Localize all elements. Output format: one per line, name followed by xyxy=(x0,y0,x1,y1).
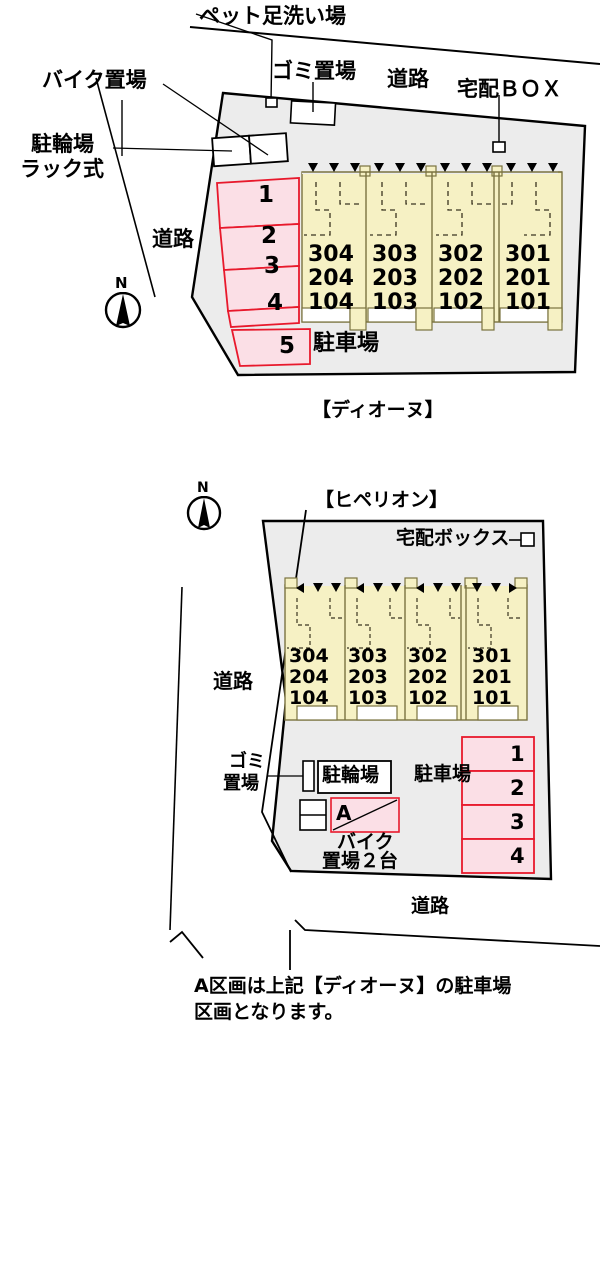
label-delivery-box-h: 宅配ボックス xyxy=(396,527,510,549)
delivery-box-icon-h xyxy=(520,532,535,547)
label-plot-a: A xyxy=(336,801,352,825)
pet-wash-leader xyxy=(195,13,273,103)
road-bottom-h3 xyxy=(169,930,204,959)
unit-number: 101 xyxy=(505,290,551,315)
north-arrow: N xyxy=(186,480,230,545)
parking-space-2[interactable] xyxy=(219,223,300,271)
unit-number: 303 xyxy=(348,645,388,667)
road-line-left-h2 xyxy=(169,586,183,931)
road-bottom-h1 xyxy=(294,919,600,947)
bike-parking-box-icon xyxy=(248,132,289,165)
parking-space-label-3: 3 xyxy=(264,253,281,279)
parking-space-h-3[interactable] xyxy=(461,804,535,840)
unit-number: 302 xyxy=(408,645,448,667)
unit-number: 104 xyxy=(289,687,329,709)
parking-space-4[interactable] xyxy=(226,306,300,328)
parking-space-h-label-4: 4 xyxy=(510,844,525,868)
unit-number: 103 xyxy=(348,687,388,709)
building-dione xyxy=(301,163,563,331)
label-bike-parking-h-line1: バイク xyxy=(337,831,394,853)
label-gomi: ゴミ置場 xyxy=(272,59,356,83)
label-bike-parking-h-line2: 置場２台 xyxy=(322,850,399,872)
unit-number: 101 xyxy=(472,687,512,709)
label-parking-area-h: 駐車場 xyxy=(414,763,471,785)
parking-space-h-4[interactable] xyxy=(461,838,535,874)
label-parking-area: 駐車場 xyxy=(313,331,380,356)
label-pet-wash: ペット足洗い場 xyxy=(199,4,346,28)
parking-space-h-label-2: 2 xyxy=(510,776,525,800)
parking-space-h-label-3: 3 xyxy=(510,810,525,834)
pet-wash-icon xyxy=(265,97,278,108)
footnote-line-2: 区画となります。 xyxy=(194,1001,344,1023)
parking-space-h-2[interactable] xyxy=(461,770,535,806)
unit-number: 202 xyxy=(438,266,484,291)
road-edge-top xyxy=(189,26,600,65)
unit-number: 201 xyxy=(505,266,551,291)
unit-number: 104 xyxy=(308,290,354,315)
unit-number: 203 xyxy=(348,666,388,688)
parking-stack-hyperion xyxy=(461,736,535,874)
unit-number: 303 xyxy=(372,242,418,267)
unit-number: 301 xyxy=(472,645,512,667)
parking-stack-dione xyxy=(216,177,311,367)
label-bike-parking: バイク置場 xyxy=(42,68,147,92)
parking-space-3[interactable] xyxy=(223,265,300,312)
building-hyperion xyxy=(284,577,528,721)
label-road-top: 道路 xyxy=(387,67,429,91)
parking-space-label-4: 4 xyxy=(267,290,284,316)
bicycle-rack-leader xyxy=(112,147,233,152)
north-arrow-label: N xyxy=(115,274,128,292)
label-delivery-box: 宅配ＢＯＸ xyxy=(457,77,562,101)
balcony-markers-h xyxy=(296,583,517,593)
unit-number: 202 xyxy=(408,666,448,688)
label-gomi-h-line2: 置場 xyxy=(223,773,259,794)
unit-number: 204 xyxy=(308,266,354,291)
label-road-bottom-h: 道路 xyxy=(411,895,450,917)
label-road-left: 道路 xyxy=(152,227,194,251)
label-bicycle-rack: 駐輪場 xyxy=(31,132,94,156)
bicycle-rack-box-h xyxy=(317,760,392,794)
parking-space-h-label-1: 1 xyxy=(510,742,525,766)
balcony-markers xyxy=(308,163,558,172)
unit-number: 102 xyxy=(408,687,448,709)
unit-number: 304 xyxy=(289,645,329,667)
parking-space-label-1: 1 xyxy=(258,182,275,208)
gomi-icon-h-tall xyxy=(302,760,315,792)
parking-space-h-1[interactable] xyxy=(461,736,535,772)
diagram2-group xyxy=(169,509,600,970)
parking-space-label-5: 5 xyxy=(279,333,296,359)
label-road-left-h: 道路 xyxy=(213,669,253,693)
footnote-line-1: A区画は上記【ディオーヌ】の駐車場 xyxy=(194,975,512,997)
north-arrow: N xyxy=(103,274,147,340)
unit-number: 204 xyxy=(289,666,329,688)
unit-number: 304 xyxy=(308,242,354,267)
plot-a-diagonal xyxy=(332,799,398,831)
unit-number: 103 xyxy=(372,290,418,315)
diagram1-title: 【ディオーヌ】 xyxy=(312,399,444,421)
unit-number: 102 xyxy=(438,290,484,315)
parking-space-5[interactable] xyxy=(230,328,311,367)
road-line-left-outer xyxy=(95,77,156,298)
unit-number: 301 xyxy=(505,242,551,267)
north-arrow-label: N xyxy=(197,480,209,496)
unit-number: 201 xyxy=(472,666,512,688)
diagram1-group xyxy=(95,13,600,377)
label-bicycle-rack-h: 駐輪場 xyxy=(322,764,380,786)
bike-parking-leader xyxy=(162,83,269,156)
label-bicycle-rack-type: ラック式 xyxy=(20,157,104,181)
unit-number: 203 xyxy=(372,266,418,291)
parking-space-label-2: 2 xyxy=(261,223,278,249)
unit-number: 302 xyxy=(438,242,484,267)
label-gomi-h-line1: ゴミ xyxy=(229,751,265,772)
diagram2-title: 【ヒペリオン】 xyxy=(315,489,449,511)
delivery-box-icon xyxy=(492,141,506,153)
